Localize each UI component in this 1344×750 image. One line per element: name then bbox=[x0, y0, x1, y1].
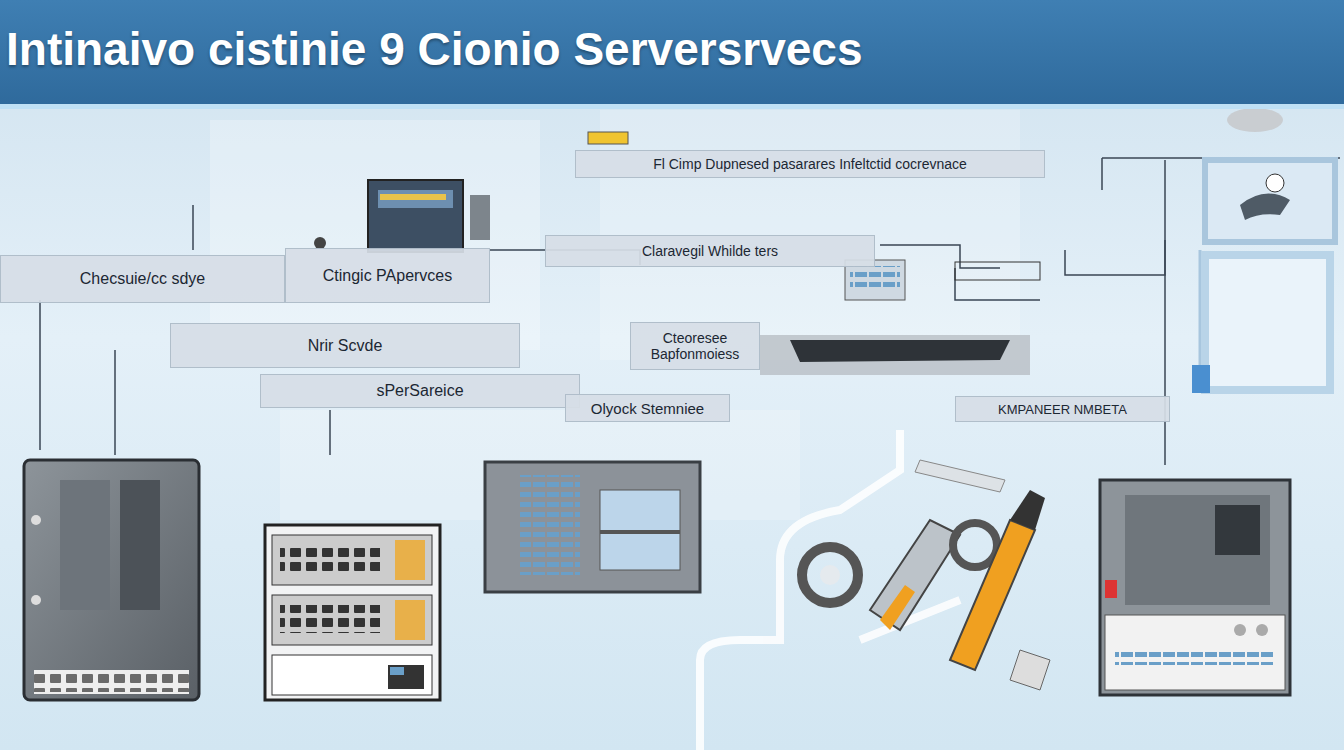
band-text: Nrir Scvde bbox=[308, 337, 383, 355]
label-band: KMPANEER NMBETA bbox=[955, 396, 1170, 422]
label-band: Checsuie/cc sdye bbox=[0, 255, 285, 303]
band-text: sPerSareice bbox=[376, 382, 463, 400]
label-band: Fl Cimp Dupnesed pasarares Infeltctid co… bbox=[575, 150, 1045, 178]
band-text: Cteoresee Bapfonmoiess bbox=[643, 330, 747, 362]
label-band: sPerSareice bbox=[260, 374, 580, 408]
band-text: Ctingic PApervces bbox=[323, 267, 453, 285]
band-text: Olyock Stemniee bbox=[591, 400, 704, 417]
band-text: Claravegil Whilde ters bbox=[642, 243, 778, 259]
label-band: Nrir Scvde bbox=[170, 323, 520, 368]
label-band: Claravegil Whilde ters bbox=[545, 235, 875, 267]
band-text: KMPANEER NMBETA bbox=[998, 402, 1127, 417]
label-band: Olyock Stemniee bbox=[565, 394, 730, 422]
label-band: Cteoresee Bapfonmoiess bbox=[630, 322, 760, 370]
band-text: Fl Cimp Dupnesed pasarares Infeltctid co… bbox=[653, 156, 967, 172]
band-text: Checsuie/cc sdye bbox=[80, 270, 205, 288]
title: Intinaivo cistinie 9 Cionio Serversrvecs bbox=[6, 22, 862, 76]
label-band: Ctingic PApervces bbox=[285, 248, 490, 303]
